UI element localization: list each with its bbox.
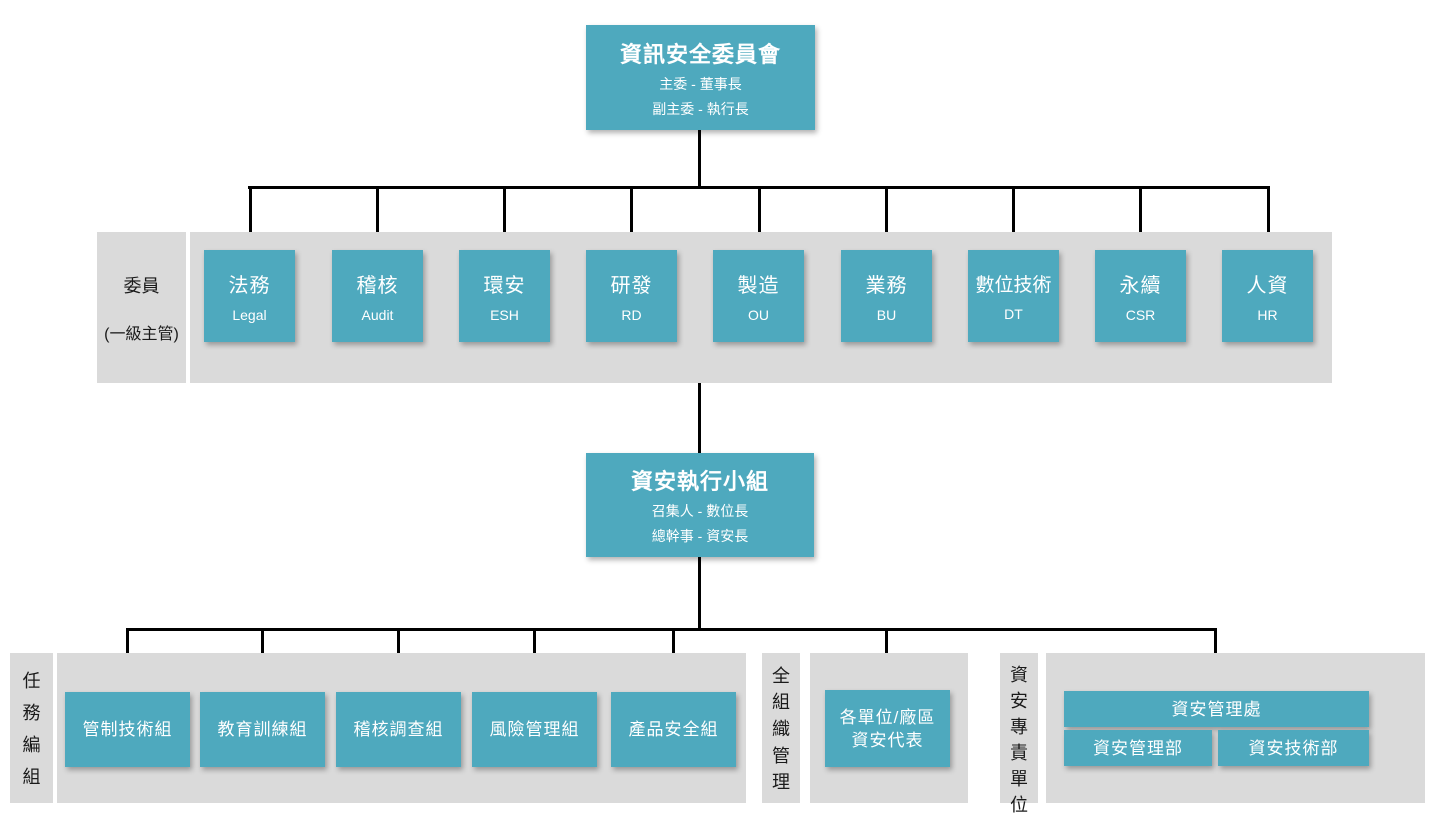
member-box-bu: 業務 BU [841,250,932,342]
task-box-product-security: 產品安全組 [611,692,736,767]
committee-side-label-line2: (一級主管) [104,325,179,343]
committee-title: 資訊安全委員會 [619,41,781,67]
committee-subtitle-1: 主委 - 董事長 [659,75,742,92]
execution-team-subtitle-2: 總幹事 - 資安長 [651,528,749,544]
org-wide-rep-box: 各單位/廠區 資安代表 [825,690,950,767]
member-zh: 人資 [1246,275,1289,297]
member-zh: 永續 [1119,275,1162,297]
dedicated-unit-panel [1046,653,1425,803]
member-zh: 數位技術 [975,275,1052,296]
member-zh: 法務 [228,275,271,297]
member-en: ESH [490,307,519,323]
member-en: CSR [1125,307,1156,323]
member-box-csr: 永續 CSR [1095,250,1186,342]
member-en: OU [748,307,769,323]
dedicated-unit-side-label: 資安專責單位 [1000,653,1038,815]
connector-drop [1012,186,1015,250]
connector-stem-mid-lower [698,557,701,629]
member-en: DT [1004,306,1023,322]
member-zh: 業務 [865,275,908,297]
execution-team-box: 資安執行小組 召集人 - 數位長 總幹事 - 資安長 [586,453,814,557]
connector-drop [885,186,888,250]
member-box-rd: 研發 RD [586,250,677,342]
member-zh: 研發 [610,275,653,297]
connector-stem-top [698,130,701,188]
dept-box-security-management-dept: 資安管理部 [1064,730,1212,766]
member-box-esh: 環安 ESH [459,250,550,342]
connector-drop [503,186,506,250]
member-box-dt: 數位技術 DT [968,250,1059,342]
member-zh: 環安 [483,275,526,297]
member-en: RD [621,307,642,323]
org-wide-rep-line2: 資安代表 [851,730,924,750]
member-zh: 稽核 [356,275,399,297]
committee-subtitle-2: 副主委 - 執行長 [652,100,749,117]
member-en: Legal [232,307,267,323]
member-box-legal: 法務 Legal [204,250,295,342]
committee-side-label-line1: 委員 [123,275,160,296]
connector-drop [249,186,252,250]
task-box-control-tech: 管制技術組 [65,692,190,767]
committee-side-label: 委員 (一級主管) [97,232,186,383]
connector-drop [376,186,379,250]
division-box-security-management-division: 資安管理處 [1064,691,1369,727]
connector-drop [1139,186,1142,250]
org-wide-rep-line1: 各單位/廠區 [839,707,936,727]
task-groups-side-label: 任務編組 [10,653,53,803]
member-en: HR [1257,307,1278,323]
task-box-risk-management: 風險管理組 [472,692,597,767]
org-wide-side-label: 全組織管理 [762,653,800,803]
connector-drop [758,186,761,250]
committee-box: 資訊安全委員會 主委 - 董事長 副主委 - 執行長 [586,25,815,130]
member-box-ou: 製造 OU [713,250,804,342]
task-box-audit-investigation: 稽核調查組 [336,692,461,767]
execution-team-subtitle-1: 召集人 - 數位長 [651,503,749,519]
member-zh: 製造 [737,275,780,297]
member-box-audit: 稽核 Audit [332,250,423,342]
connector-drop [1267,186,1270,250]
member-en: BU [876,307,897,323]
member-box-hr: 人資 HR [1222,250,1313,342]
connector-stem-mid-upper [698,383,701,453]
dept-box-security-technology-dept: 資安技術部 [1218,730,1369,766]
execution-team-title: 資安執行小組 [630,469,769,494]
member-en: Audit [361,307,394,323]
connector-drop [630,186,633,250]
connector-bus-bottom [126,628,1217,631]
task-box-education-training: 教育訓練組 [200,692,325,767]
